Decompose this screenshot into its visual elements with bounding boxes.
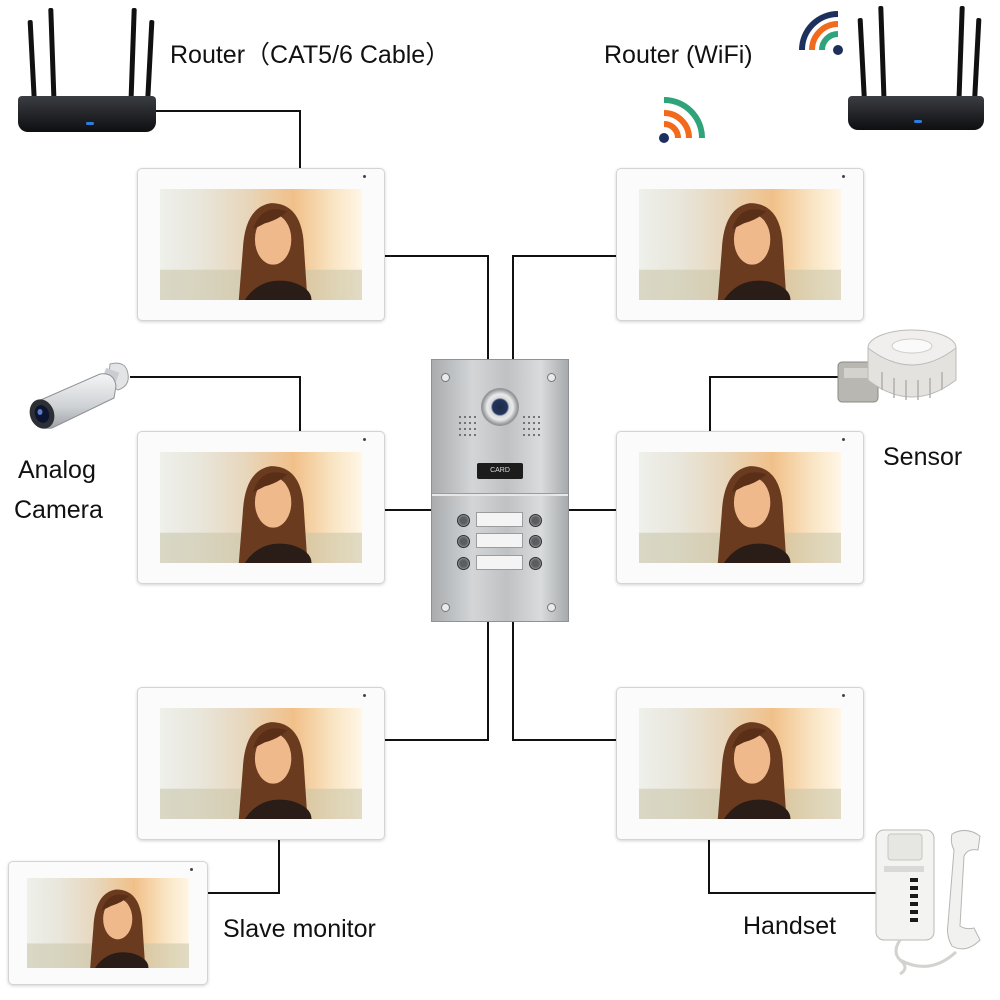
wire-handset-v	[708, 838, 710, 894]
router-cable-label: Router（CAT5/6 Cable）	[170, 41, 451, 69]
call-button	[529, 557, 542, 570]
call-button	[529, 535, 542, 548]
name-plate	[476, 533, 523, 548]
slave-monitor	[8, 861, 208, 985]
analog-camera-icon	[29, 362, 129, 429]
monitor-screen	[27, 878, 189, 968]
smoke-sensor-icon	[837, 329, 957, 403]
screw	[547, 603, 556, 612]
call-button	[457, 557, 470, 570]
wire-handset-h	[708, 892, 880, 894]
handset-icon	[875, 829, 981, 976]
analog-camera-label-line2: Camera	[14, 496, 103, 524]
wire-monitor2-v	[512, 255, 514, 360]
monitor-screen	[160, 452, 362, 563]
analog-camera-label-line1: Analog	[18, 456, 96, 484]
wire-slave-h	[208, 892, 280, 894]
speaker-grille-left	[459, 416, 476, 436]
monitor-screen	[160, 708, 362, 819]
screw	[547, 373, 556, 382]
wire-router-cable-v	[299, 110, 301, 168]
wire-sensor-h	[709, 376, 839, 378]
router-icon-cable	[18, 0, 158, 140]
door-camera-lens-icon	[481, 388, 519, 426]
wire-monitor5-h	[384, 739, 489, 741]
screw	[441, 603, 450, 612]
handset-label: Handset	[743, 912, 837, 940]
call-button	[457, 535, 470, 548]
indoor-monitor-5	[137, 687, 385, 840]
monitor-screen	[639, 189, 841, 300]
wifi-icon-top	[799, 11, 843, 55]
wire-monitor6-h	[512, 739, 616, 741]
indoor-monitor-6	[616, 687, 864, 840]
speaker-grille-right	[523, 416, 540, 436]
call-button	[457, 514, 470, 527]
wire-router-cable-h	[112, 110, 301, 112]
card-reader: CARD	[477, 463, 523, 479]
indoor-monitor-1	[137, 168, 385, 321]
indoor-monitor-2	[616, 168, 864, 321]
monitor-screen	[160, 189, 362, 300]
wire-monitor1-h	[384, 255, 488, 257]
screw	[441, 373, 450, 382]
wire-monitor3-h	[384, 509, 432, 511]
wire-sensor-v	[709, 376, 711, 431]
wire-monitor2-h	[512, 255, 616, 257]
monitor-screen	[639, 452, 841, 563]
wire-monitor1-v	[487, 255, 489, 360]
name-plate	[476, 512, 523, 527]
sensor-label: Sensor	[883, 443, 963, 471]
door-station-icon	[431, 359, 569, 622]
wire-slave-v	[278, 838, 280, 894]
indoor-monitor-4	[616, 431, 864, 584]
wire-monitor6-v	[512, 621, 514, 740]
router-wifi-label: Router (WiFi)	[604, 41, 753, 69]
wire-monitor4-h	[568, 509, 616, 511]
slave-monitor-label: Slave monitor	[223, 915, 376, 943]
name-plate	[476, 555, 523, 570]
wire-camera-v	[299, 376, 301, 431]
monitor-screen	[639, 708, 841, 819]
router-icon-wifi	[848, 0, 988, 140]
wire-camera-h	[130, 376, 301, 378]
wire-monitor5-v	[487, 621, 489, 740]
wifi-icon	[659, 97, 705, 143]
call-button	[529, 514, 542, 527]
indoor-monitor-3	[137, 431, 385, 584]
